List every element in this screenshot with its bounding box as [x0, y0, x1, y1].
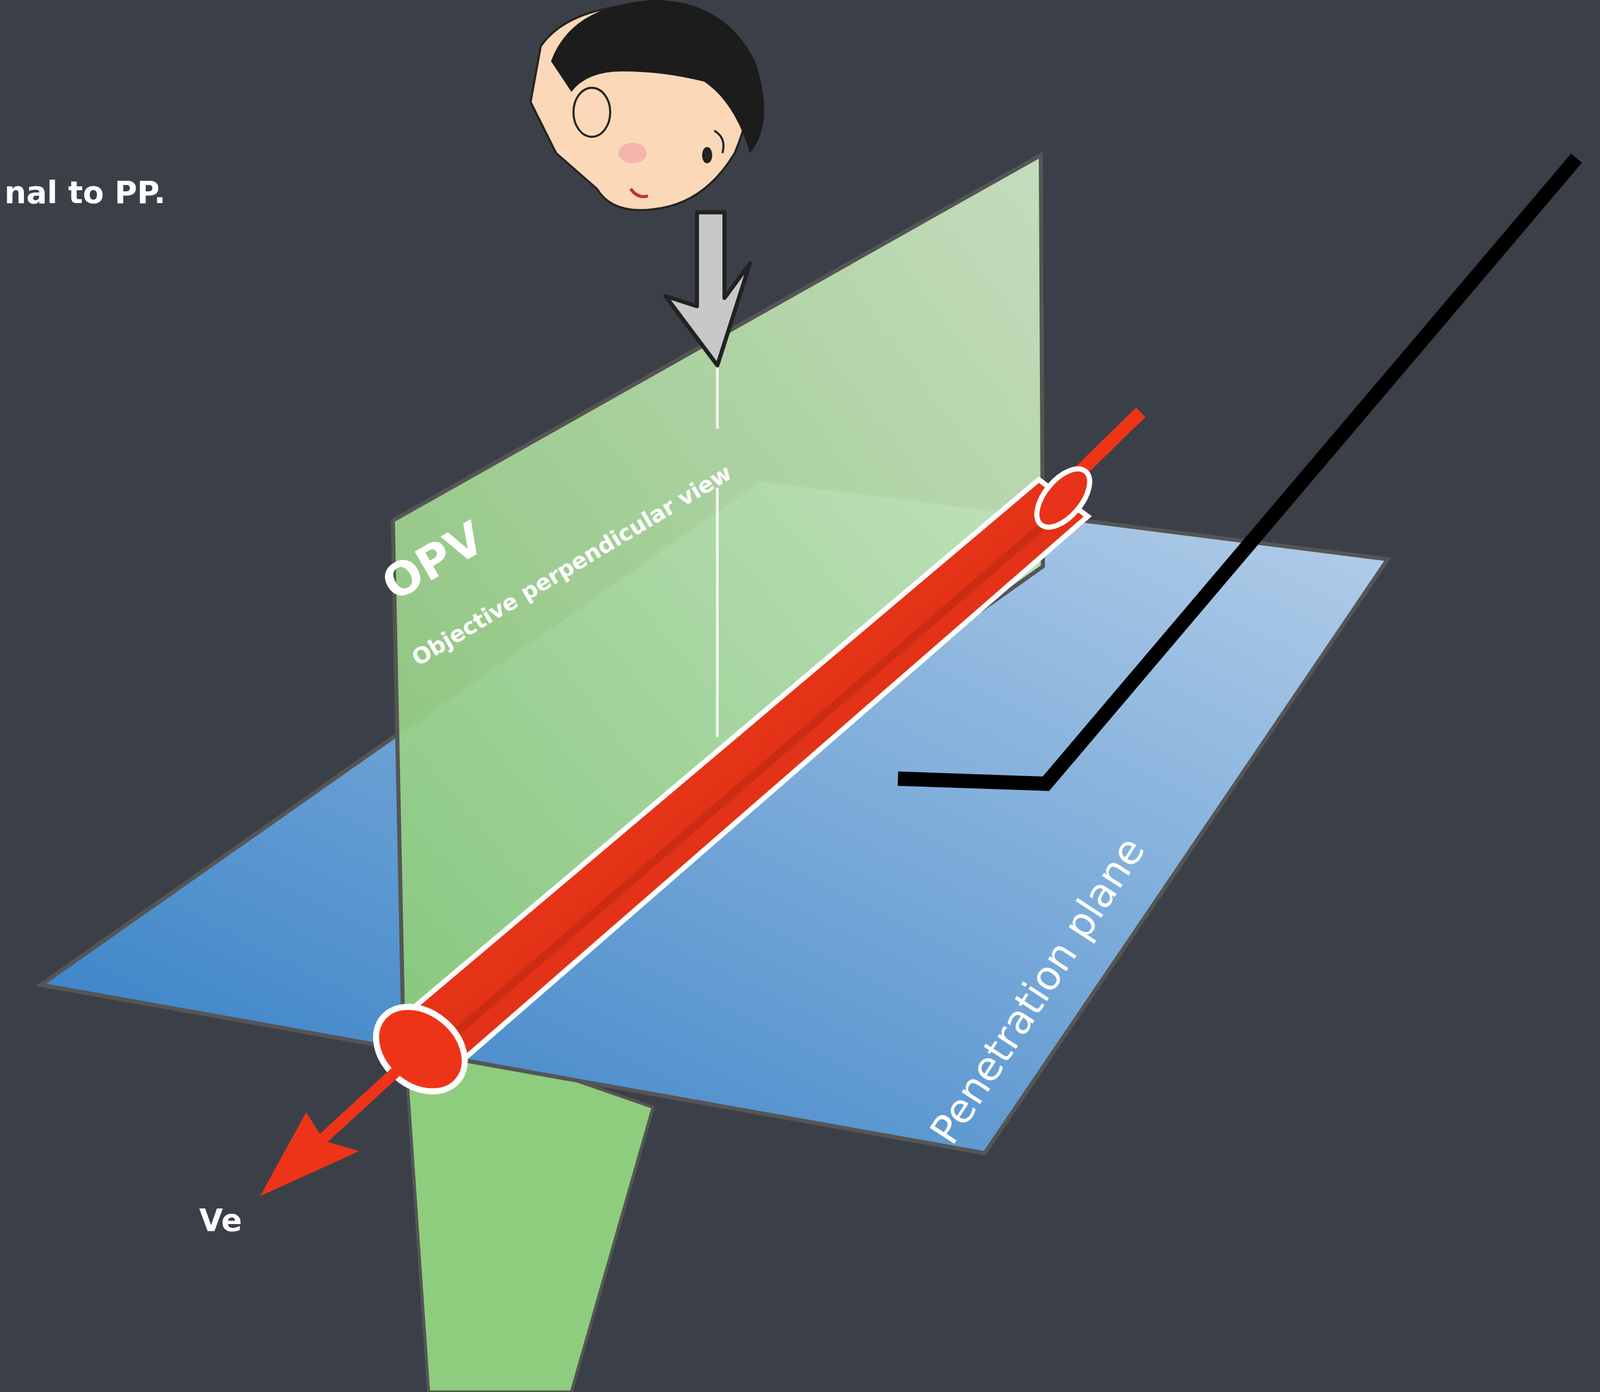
note-text: nal to PP.	[4, 177, 166, 209]
observer-head	[530, 0, 765, 211]
view-line	[716, 487, 720, 737]
instrument-line	[898, 158, 1577, 784]
view-line	[716, 367, 720, 430]
tube-far-end	[1027, 459, 1100, 537]
ve-arrowhead	[259, 1112, 359, 1197]
view-arrow	[665, 211, 751, 365]
vector-label: Ve	[199, 1205, 243, 1236]
